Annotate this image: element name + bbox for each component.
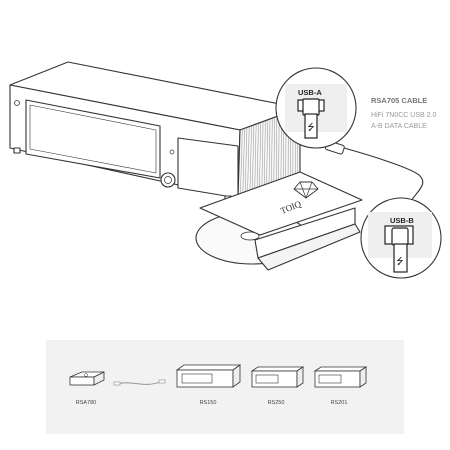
usb-b-plug-body [393, 243, 408, 273]
product-rs250 [250, 366, 305, 388]
product-rs201 [313, 366, 368, 388]
cd-transport-unit [195, 171, 363, 271]
heatsink-rib [273, 117, 275, 184]
label-rsa780: RSA780 [76, 400, 97, 406]
usb-a-plug-head [302, 98, 320, 116]
heatsink-rib [275, 116, 278, 183]
product-rs150 [175, 364, 242, 388]
heatsink-rib [278, 115, 280, 182]
usb-symbol-icon: ⭍ [307, 122, 315, 133]
cd-disc-hub [240, 231, 260, 241]
amp-display-inner [29, 104, 157, 174]
rs201-display [318, 374, 342, 384]
usb-a-plug-body [304, 113, 318, 139]
heatsink-rib [271, 118, 273, 185]
panel-cable-plug-b [158, 379, 166, 384]
panel-cable-icon [116, 381, 161, 385]
rs250-side [296, 366, 304, 388]
rs201-side [359, 366, 367, 388]
rsa780-body [69, 376, 95, 386]
heatsink-rib [268, 118, 271, 186]
heatsink-rib [242, 128, 245, 197]
panel-cable-plug-a [113, 381, 121, 386]
amp-foot-left [13, 147, 21, 154]
heatsink-rib [244, 127, 248, 196]
power-led-icon [14, 100, 20, 106]
heatsink-rib [240, 129, 243, 198]
rs150-side [232, 364, 241, 388]
indicator-dot-icon [169, 149, 175, 155]
heatsink-rib [254, 124, 257, 192]
label-rs201: RS201 [331, 400, 348, 406]
heatsink-rib [247, 126, 250, 195]
label-rs250: RS250 [268, 400, 285, 406]
gem-logo-facets-2 [299, 181, 313, 199]
volume-knob-inner [164, 176, 172, 184]
heatsink-rib [259, 122, 261, 190]
cable-desc-line2: A-B DATA CABLE [371, 123, 427, 130]
cable-desc-line1: HiFi 7N0CC USB 2.0 [371, 112, 436, 119]
usb-a-callout: USB-A ⭍ [275, 67, 357, 149]
amp-faceplate [177, 137, 239, 199]
usb-b-label: USB-B [390, 216, 414, 225]
amp-heatsink-ribs [240, 108, 298, 198]
heatsink-rib [266, 119, 268, 187]
rs150-top [175, 364, 242, 371]
heatsink-rib [252, 124, 255, 193]
usb-symbol-b-icon: ⭍ [396, 256, 404, 267]
transport-lid [199, 171, 363, 236]
heatsink-rib [249, 125, 252, 194]
transport-base-side [257, 223, 361, 271]
usb-a-label: USB-A [298, 88, 322, 97]
cable-title: RSA705 CABLE [371, 96, 427, 105]
product-rsa780 [69, 371, 105, 386]
label-rs150: RS150 [200, 400, 217, 406]
heatsink-rib [256, 123, 259, 191]
cable-line [343, 147, 424, 209]
rsa780-side [93, 371, 105, 386]
rs250-display [255, 374, 279, 384]
rs250-top [250, 366, 305, 372]
rs201-top [313, 366, 368, 372]
amp-display-window [25, 99, 161, 179]
gem-logo-icon [293, 181, 319, 199]
heatsink-rib [261, 121, 264, 189]
rs150-display [181, 373, 213, 384]
usb-b-plug-head [391, 227, 409, 246]
amplifier-unit [9, 61, 301, 202]
rsa780-logo-icon [84, 373, 88, 377]
heatsink-rib [264, 120, 266, 188]
usb-b-callout: USB-B ⭍ [360, 197, 442, 279]
